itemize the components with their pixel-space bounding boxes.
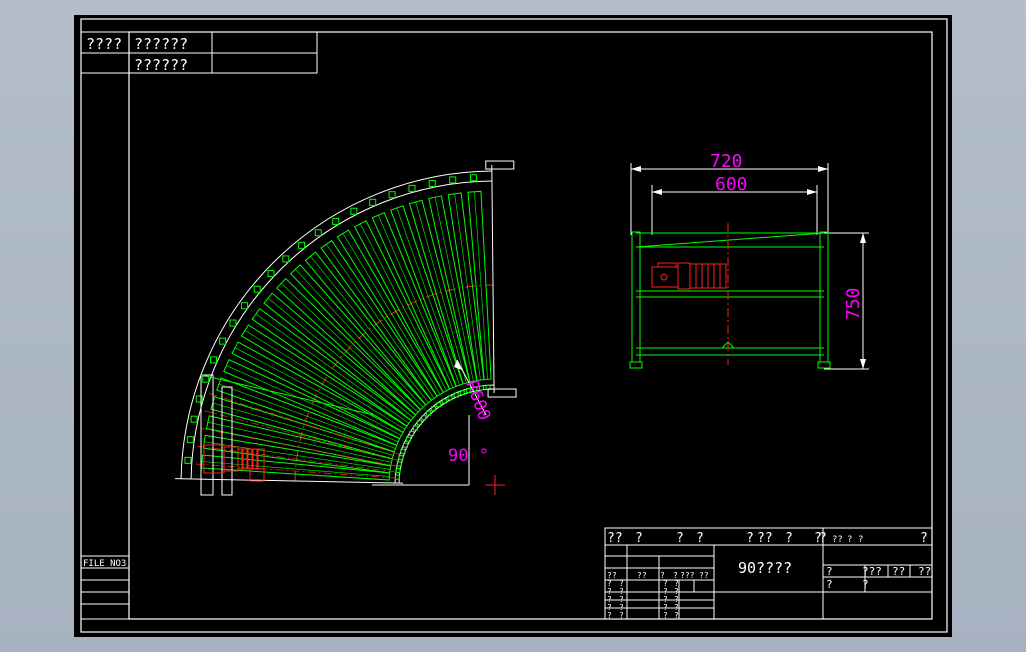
width-720-dimension: 720 bbox=[710, 151, 743, 172]
file-no-block: FILE NO3 bbox=[80, 555, 130, 620]
header-block: ???? ?????? ?????? bbox=[80, 31, 318, 74]
title-block-grid-mark: ? bbox=[674, 579, 679, 588]
title-block-grid-mark: ? bbox=[607, 611, 612, 620]
title-block-header-cell: ? bbox=[785, 531, 793, 546]
title-block-header-cell: ? bbox=[746, 531, 754, 546]
title-block-header-cell: ? bbox=[920, 531, 928, 546]
title-block: ???????????????? 90???? ?? ?? ? ? ??? ??… bbox=[604, 527, 933, 620]
title-block-grid-mark: ? bbox=[607, 579, 612, 588]
tb-right-2: ??? bbox=[862, 565, 882, 578]
title-block-grid-mark: ? bbox=[619, 587, 624, 596]
title-block-header-cell: ?? bbox=[607, 531, 623, 546]
title-block-header-cell: ? bbox=[847, 535, 852, 545]
title-block-grid-mark: ? bbox=[674, 611, 679, 620]
tb-small-1: ?? bbox=[607, 571, 617, 580]
title-block-grid-mark: ? bbox=[674, 595, 679, 604]
title-block-header-cell: ?? bbox=[757, 531, 773, 546]
header-value-1: ?????? bbox=[134, 35, 188, 53]
title-block-grid-mark: ? bbox=[663, 611, 668, 620]
title-block-grid-mark: ? bbox=[619, 611, 624, 620]
title-block-header-cell: ? bbox=[635, 531, 643, 546]
drive-motor bbox=[203, 444, 265, 482]
width-600-dimension: 600 bbox=[715, 174, 748, 195]
tb-small-6: ?? bbox=[699, 571, 709, 580]
title-block-header-cell: ? bbox=[676, 531, 684, 546]
header-label-1: ???? bbox=[86, 35, 122, 53]
title-block-grid-mark: ? bbox=[619, 579, 624, 588]
title-block-grid-mark: ? bbox=[619, 595, 624, 604]
title-block-grid-mark: ? bbox=[607, 587, 612, 596]
drawing-name: 90???? bbox=[738, 559, 792, 577]
title-block-grid-mark: ? bbox=[674, 603, 679, 612]
angle-dimension: 90 ° bbox=[448, 446, 489, 466]
title-block-header-cell: ? bbox=[696, 531, 704, 546]
title-block-grid-mark: ? bbox=[663, 595, 668, 604]
outer-border bbox=[80, 18, 948, 633]
title-block-header-cell: ? bbox=[814, 531, 822, 546]
tb-right-3: ?? bbox=[892, 565, 905, 578]
title-block-header-cell: ?? bbox=[832, 535, 843, 545]
tb-right-1: ? bbox=[826, 565, 833, 578]
title-block-grid-mark: ? bbox=[663, 587, 668, 596]
title-block-header-cell: ? bbox=[858, 535, 863, 545]
title-block-header-row: ???????????????? bbox=[607, 531, 928, 546]
title-block-grid-mark: ? bbox=[663, 579, 668, 588]
side-view-motor bbox=[651, 262, 727, 290]
tb-small-4: ? bbox=[673, 571, 678, 580]
cad-drawing-canvas: ???? ?????? ?????? FILE NO3 R600 90 ° 72… bbox=[74, 15, 952, 637]
title-block-grid-mark: ? bbox=[607, 595, 612, 604]
tb-small-5: ??? bbox=[680, 571, 695, 580]
side-elevation-view: 720 600 750 bbox=[629, 151, 869, 370]
tb-right-5: ? bbox=[826, 578, 833, 591]
title-block-header-cell: ? bbox=[819, 531, 827, 546]
title-block-grid-mark: ? bbox=[663, 603, 668, 612]
title-block-grid-mark: ? bbox=[674, 587, 679, 596]
tb-right-4: ?? bbox=[918, 565, 931, 578]
title-block-grid-marks: ???????????????????? bbox=[607, 579, 679, 620]
curved-conveyor-plan-view bbox=[175, 160, 517, 496]
height-750-dimension: 750 bbox=[843, 287, 864, 320]
header-value-2: ?????? bbox=[134, 56, 188, 74]
title-block-grid-mark: ? bbox=[607, 603, 612, 612]
tb-small-2: ?? bbox=[637, 571, 647, 580]
tb-small-3: ? bbox=[660, 571, 665, 580]
file-no-label: FILE NO3 bbox=[83, 559, 126, 569]
tb-right-6: ? bbox=[862, 578, 869, 591]
title-block-grid-mark: ? bbox=[619, 603, 624, 612]
